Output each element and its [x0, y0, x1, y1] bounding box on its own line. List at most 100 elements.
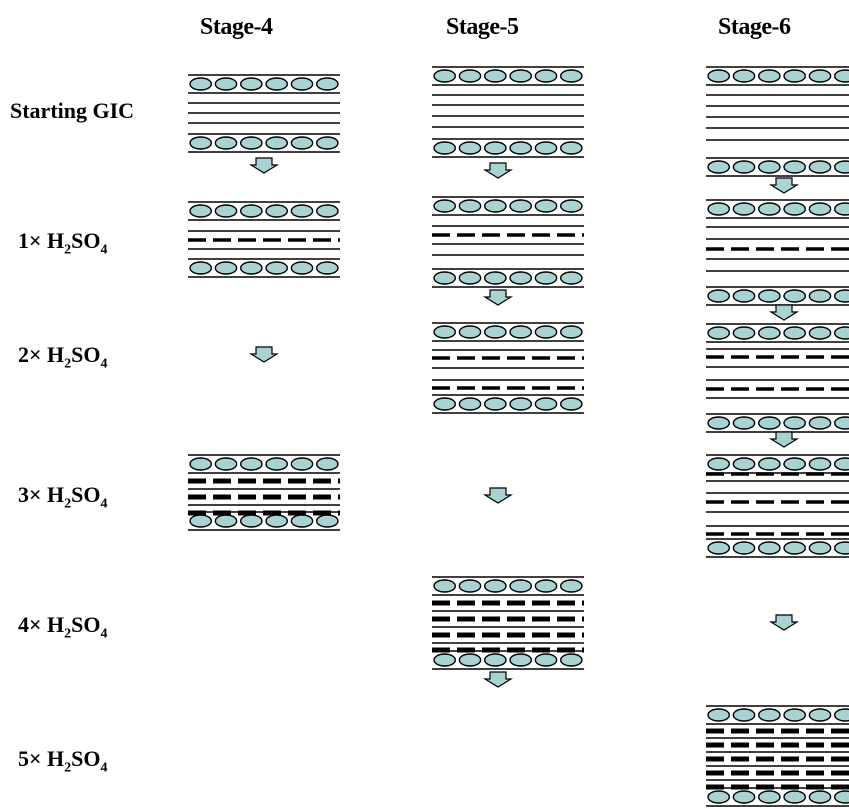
subscript: 2	[64, 496, 72, 512]
intercalant-icon	[534, 271, 558, 285]
intercalant-icon	[808, 708, 832, 722]
intercalant-icon	[290, 136, 314, 150]
intercalant-icon	[783, 708, 807, 722]
intercalant-icon	[433, 397, 457, 411]
intercalant-icon	[483, 579, 507, 593]
row-label-5x-h2so4: 5× H2SO4	[18, 746, 108, 776]
column-header-stage-5: Stage-5	[446, 14, 519, 40]
intercalant-icon	[509, 579, 533, 593]
row-label-4x-h2so4: 4× H2SO4	[18, 612, 108, 642]
intercalant-icon	[189, 261, 213, 275]
intercalant-icon	[783, 69, 807, 83]
intercalant-icon	[833, 289, 849, 303]
intercalant-icon	[483, 271, 507, 285]
intercalant-icon	[808, 457, 832, 471]
down-arrow-icon	[768, 304, 800, 321]
intercalant-icon	[214, 136, 238, 150]
multiplier: 5×	[18, 746, 42, 771]
formula-h: H	[47, 482, 65, 507]
intercalant-icon	[534, 579, 558, 593]
intercalant-icon	[239, 136, 263, 150]
intercalant-icon	[189, 77, 213, 91]
intercalant-icon	[458, 271, 482, 285]
intercalant-icon	[707, 202, 731, 216]
intercalant-icon	[808, 289, 832, 303]
formula-so: SO	[71, 482, 101, 507]
subscript: 4	[100, 496, 108, 512]
intercalant-icon	[315, 204, 339, 218]
intercalant-icon	[833, 457, 849, 471]
intercalant-icon	[189, 136, 213, 150]
intercalant-icon	[559, 579, 583, 593]
intercalant-icon	[458, 653, 482, 667]
intercalant-icon	[214, 514, 238, 528]
subscript: 4	[100, 242, 108, 258]
intercalant-icon	[483, 653, 507, 667]
intercalant-icon	[433, 141, 457, 155]
intercalant-icon	[808, 69, 832, 83]
intercalant-icon	[214, 261, 238, 275]
intercalant-icon	[757, 708, 781, 722]
subscript: 4	[100, 760, 108, 776]
intercalant-icon	[559, 271, 583, 285]
intercalant-icon	[808, 790, 832, 804]
intercalant-icon	[433, 579, 457, 593]
intercalant-icon	[783, 202, 807, 216]
intercalant-icon	[433, 271, 457, 285]
multiplier: 3×	[18, 482, 42, 507]
intercalant-icon	[732, 326, 756, 340]
intercalant-icon	[559, 69, 583, 83]
intercalant-icon	[483, 199, 507, 213]
intercalant-icon	[290, 261, 314, 275]
intercalant-icon	[757, 457, 781, 471]
formula-h: H	[47, 342, 65, 367]
intercalant-icon	[808, 326, 832, 340]
down-arrow-icon	[768, 614, 800, 631]
intercalant-icon	[707, 69, 731, 83]
intercalant-icon	[732, 541, 756, 555]
subscript: 2	[64, 242, 72, 258]
formula-h: H	[47, 612, 65, 637]
intercalant-icon	[433, 653, 457, 667]
intercalant-icon	[315, 457, 339, 471]
intercalant-icon	[509, 271, 533, 285]
intercalant-icon	[833, 416, 849, 430]
intercalant-icon	[433, 199, 457, 213]
intercalant-icon	[732, 160, 756, 174]
intercalant-icon	[433, 325, 457, 339]
intercalant-icon	[732, 416, 756, 430]
intercalant-icon	[239, 77, 263, 91]
formula-h: H	[47, 746, 65, 771]
intercalant-icon	[833, 708, 849, 722]
intercalant-icon	[757, 541, 781, 555]
intercalant-icon	[833, 160, 849, 174]
subscript: 2	[64, 760, 72, 776]
intercalant-icon	[732, 289, 756, 303]
intercalant-icon	[757, 416, 781, 430]
intercalant-icon	[559, 397, 583, 411]
subscript: 4	[100, 356, 108, 372]
column-header-stage-4: Stage-4	[200, 14, 273, 40]
intercalant-icon	[458, 69, 482, 83]
intercalant-icon	[290, 457, 314, 471]
intercalant-icon	[707, 708, 731, 722]
intercalant-icon	[458, 397, 482, 411]
intercalant-icon	[783, 416, 807, 430]
formula-so: SO	[71, 228, 101, 253]
intercalant-icon	[534, 199, 558, 213]
intercalant-icon	[509, 325, 533, 339]
intercalant-icon	[707, 790, 731, 804]
row-label-2x-h2so4: 2× H2SO4	[18, 342, 108, 372]
intercalant-icon	[214, 77, 238, 91]
intercalant-icon	[290, 514, 314, 528]
intercalant-icon	[783, 160, 807, 174]
intercalant-icon	[757, 160, 781, 174]
intercalant-icon	[757, 69, 781, 83]
intercalant-icon	[534, 325, 558, 339]
intercalant-icon	[783, 326, 807, 340]
intercalant-icon	[214, 204, 238, 218]
intercalant-icon	[265, 457, 289, 471]
down-arrow-icon	[248, 346, 280, 363]
intercalant-icon	[732, 708, 756, 722]
